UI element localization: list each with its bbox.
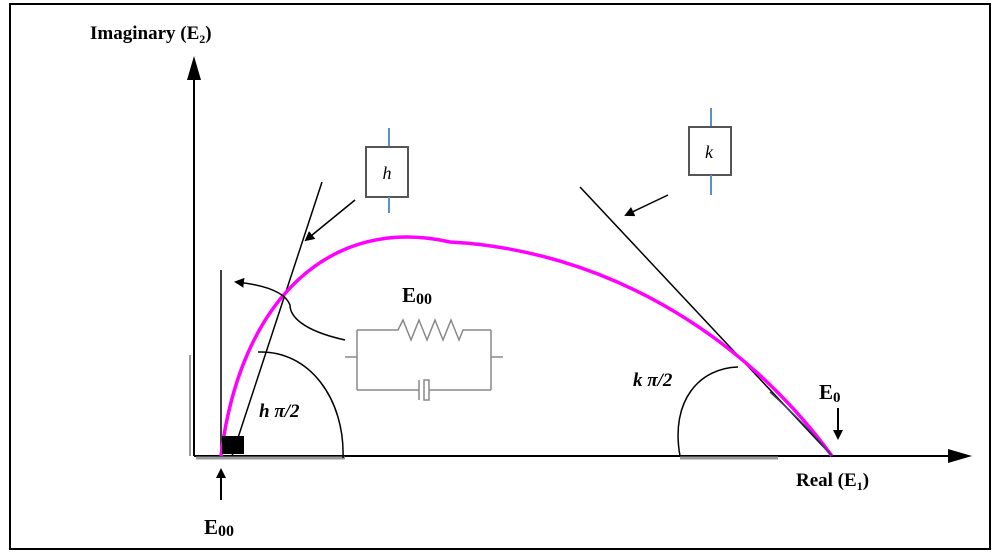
h-angle-arc — [257, 351, 344, 459]
h-element: h — [365, 128, 409, 213]
h-tangent-line — [231, 181, 323, 457]
k-element-label: k — [705, 142, 714, 162]
arc-tail-overlay — [769, 391, 833, 457]
e0-label: E0 — [819, 380, 841, 406]
frame-border — [9, 3, 991, 550]
curved-arrow — [234, 277, 346, 341]
y-axis-label: Imaginary (E2) — [90, 23, 212, 46]
h-element-box — [365, 146, 409, 198]
x-axis-arrowhead — [948, 449, 972, 463]
h-angle-label: h π/2 — [259, 401, 300, 422]
k-arrow — [624, 194, 669, 217]
e00-marker — [222, 436, 244, 454]
k-element: k — [688, 108, 732, 195]
capacitor-plate-right — [423, 379, 430, 401]
y-axis-arrowhead — [187, 56, 201, 80]
impedance-arc — [219, 235, 834, 458]
resistor — [357, 317, 491, 343]
h-arrow — [304, 199, 356, 242]
h-element-label: h — [383, 163, 392, 183]
e00-bottom-label: E00 — [204, 515, 234, 540]
x-axis-label: Real (E1) — [796, 470, 869, 493]
k-angle-arc — [677, 366, 739, 457]
k-angle-label: k π/2 — [633, 370, 673, 391]
parallel-circuit — [345, 317, 503, 401]
e00-circuit-label: E00 — [402, 283, 432, 308]
